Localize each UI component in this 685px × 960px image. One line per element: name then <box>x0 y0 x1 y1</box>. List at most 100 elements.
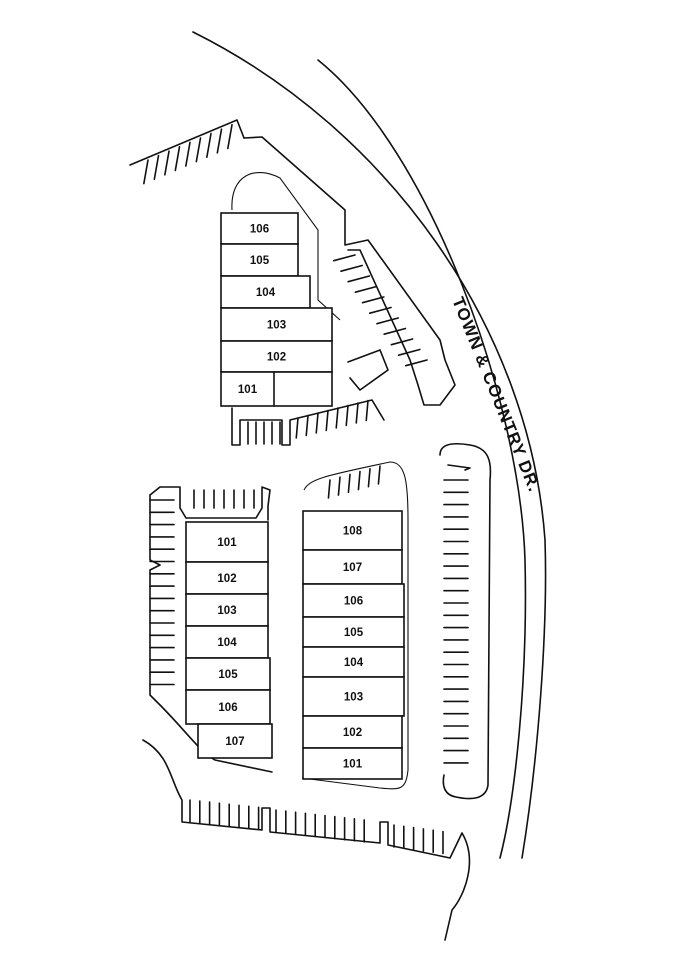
lot-inner-curb <box>301 461 409 790</box>
road-curbs <box>192 31 547 859</box>
stall-set <box>189 799 444 855</box>
road-curb-outer <box>192 31 547 859</box>
parking-stall-line <box>365 399 369 422</box>
unit-label: 102 <box>343 727 362 739</box>
unit-104[interactable] <box>302 646 405 678</box>
unit-label: 101 <box>238 384 258 396</box>
unit-label: 105 <box>218 669 238 681</box>
road-label: TOWN & COUNTRY DR. <box>448 294 544 494</box>
unit-106[interactable] <box>185 689 271 725</box>
building-west: 101 102 103 104 105 106 107 <box>185 521 273 759</box>
unit-label: 108 <box>343 526 363 538</box>
parking-stall-line <box>174 146 181 172</box>
parking-right <box>439 442 492 800</box>
parking-stall-line <box>143 159 149 185</box>
parking-stall-line <box>195 137 202 163</box>
parking-stall-line <box>305 414 309 437</box>
unit-103[interactable] <box>185 593 269 627</box>
unit-104[interactable] <box>220 275 311 309</box>
parking-stall-line <box>332 254 356 262</box>
parking-stall-line <box>347 275 371 283</box>
unit-label: 102 <box>217 573 236 585</box>
parking-stall-line <box>368 306 392 314</box>
parking-stall-line <box>340 264 364 272</box>
parking-stall-line <box>376 317 400 325</box>
unit-105[interactable] <box>302 616 405 648</box>
unit-106[interactable] <box>302 583 405 618</box>
parking-stall-line <box>357 470 361 491</box>
parking-stall-line <box>377 465 381 485</box>
parking-stall-line <box>390 338 414 346</box>
stall-line <box>129 119 245 166</box>
unit-label: 106 <box>250 224 269 236</box>
unit-label: 107 <box>343 562 362 574</box>
unit-label: 103 <box>344 692 363 704</box>
parking-stall-line <box>164 150 170 176</box>
unit-label: 101 <box>343 759 363 771</box>
unit-label: 106 <box>344 596 363 608</box>
lot-inner-curb <box>231 172 341 321</box>
parking-stall-line <box>347 473 351 494</box>
unit-label: 105 <box>250 255 270 267</box>
road-name-label: TOWN & COUNTRY DR. <box>448 294 544 494</box>
parking-top-left <box>129 119 245 185</box>
unit-label: 104 <box>344 657 364 669</box>
parking-stall-line <box>227 124 233 150</box>
unit-103[interactable] <box>220 307 333 342</box>
parking-stall-line <box>404 359 428 367</box>
parking-stall-line <box>354 285 378 293</box>
unit-label: 106 <box>218 702 237 714</box>
building-center: 108 107 106 105 104 103 102 101 <box>302 510 405 780</box>
parking-stall-line <box>345 404 349 427</box>
lot-curb <box>447 464 471 471</box>
lot-curb-lower <box>231 399 385 446</box>
unit-102[interactable] <box>220 340 333 373</box>
parking-stall-line <box>315 412 319 434</box>
road-curb-inner <box>317 59 527 859</box>
parking-stall-line <box>185 141 191 167</box>
unit-label: 103 <box>217 605 236 617</box>
center-lot-outline <box>301 461 409 790</box>
parking-stall-line <box>325 409 329 432</box>
unit-101[interactable] <box>302 747 403 780</box>
stall-set <box>193 489 255 509</box>
stall-set <box>149 499 175 686</box>
parking-stall-line <box>206 132 212 159</box>
parking-stall-line <box>367 467 371 488</box>
unit-105[interactable] <box>220 243 299 277</box>
stall-set <box>327 465 381 499</box>
parking-stall-line <box>337 476 341 496</box>
unit-107[interactable] <box>197 723 273 759</box>
stall-set <box>443 479 469 764</box>
unit-label: 105 <box>344 627 364 639</box>
lot-curb <box>142 739 471 941</box>
north-lot-outline <box>231 136 456 446</box>
parking-stall-line <box>383 327 407 335</box>
parking-stall-line <box>355 402 359 424</box>
unit-label: 102 <box>267 352 286 364</box>
building-north: 106 105 104 103 102 101 <box>220 212 333 407</box>
parking-stall-line <box>153 154 160 181</box>
unit-label: 103 <box>267 320 286 332</box>
unit-label: 101 <box>217 537 237 549</box>
parking-stall-line <box>361 296 385 304</box>
parking-stall-line <box>295 417 299 439</box>
lot-curb <box>439 442 492 800</box>
unit-102[interactable] <box>185 561 269 595</box>
unit-label: 107 <box>225 736 244 748</box>
unit-101[interactable] <box>220 371 333 407</box>
unit-106[interactable] <box>220 212 299 245</box>
parking-stall-line <box>327 479 331 499</box>
parking-stall-line <box>397 348 421 356</box>
unit-104[interactable] <box>185 625 269 659</box>
lot-curb <box>149 486 271 521</box>
stall-set <box>332 254 428 367</box>
lot-island <box>347 349 389 391</box>
unit-label: 104 <box>256 287 276 299</box>
parking-stall-line <box>216 128 223 154</box>
unit-label: 104 <box>217 637 237 649</box>
stall-set <box>143 124 233 185</box>
unit-107[interactable] <box>302 549 403 585</box>
parking-stall-line <box>335 407 339 429</box>
